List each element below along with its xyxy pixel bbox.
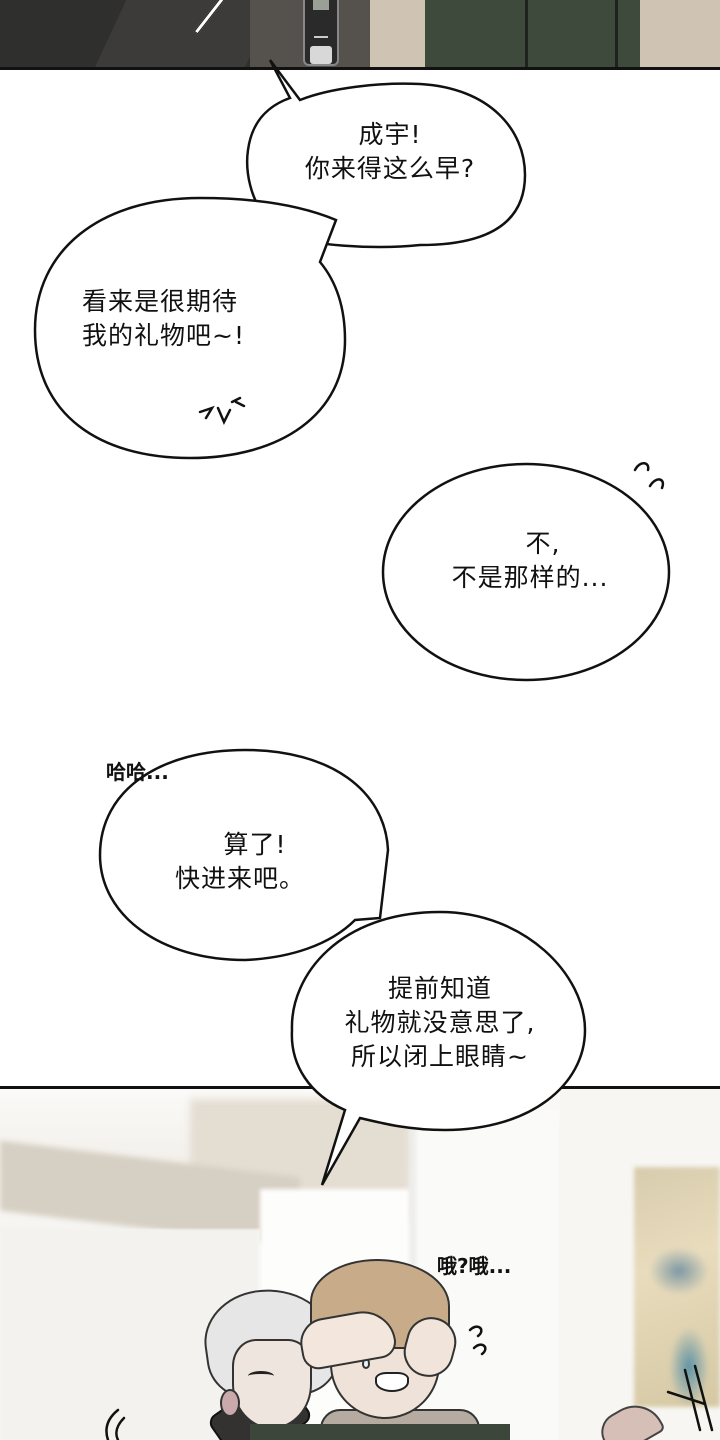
painting <box>634 1167 720 1407</box>
bubble-3-text: 不, 不是那样的... <box>420 527 640 595</box>
bubble-5-line-3: 所以闭上眼睛~ <box>351 1042 529 1071</box>
bubble-4-line-1: 算了! <box>223 830 287 859</box>
open-mouth <box>375 1372 409 1392</box>
jacket <box>250 1424 510 1440</box>
squiggle-mark-icon <box>633 462 665 490</box>
bubble-5-line-1: 提前知道 <box>387 974 492 1003</box>
bubble-3-line-1: 不, <box>525 529 561 558</box>
jacket-seam <box>615 0 618 67</box>
bubble-5-line-2: 礼物就没意思了, <box>344 1008 536 1037</box>
sfx-oh: 哦?哦... <box>437 1254 512 1278</box>
lock-button <box>310 46 332 64</box>
jacket-seam <box>525 0 528 67</box>
bubble-5-text: 提前知道 礼物就没意思了, 所以闭上眼睛~ <box>310 972 570 1074</box>
closed-eye <box>248 1371 274 1381</box>
lock-indicator <box>314 36 328 38</box>
giggle-mark-icon <box>198 396 246 425</box>
bubble-4-line-2: 快进来吧。 <box>174 864 305 893</box>
door-lock-icon <box>303 0 339 66</box>
bubble-2-line-2: 我的礼物吧~! <box>82 321 245 350</box>
bubble-2-text: 看来是很期待 我的礼物吧~! <box>70 285 290 353</box>
bubble-4-text: 算了! 快进来吧。 <box>140 828 340 896</box>
ear <box>220 1389 240 1417</box>
green-jacket <box>425 0 640 67</box>
lock-screen <box>313 0 329 10</box>
silver-hair-face <box>232 1339 312 1429</box>
bottom-panel <box>0 1086 720 1440</box>
bubble-2-line-1: 看来是很期待 <box>82 287 239 316</box>
bubble-1-line-2: 你来得这么早? <box>304 154 476 183</box>
bubble-3-line-2: 不是那样的... <box>451 563 609 592</box>
top-panel <box>0 0 720 70</box>
bubble-1-text: 成宇! 你来得这么早? <box>270 118 510 186</box>
sfx-haha: 哈哈... <box>106 760 169 784</box>
bubble-1-line-1: 成宇! <box>358 120 422 149</box>
